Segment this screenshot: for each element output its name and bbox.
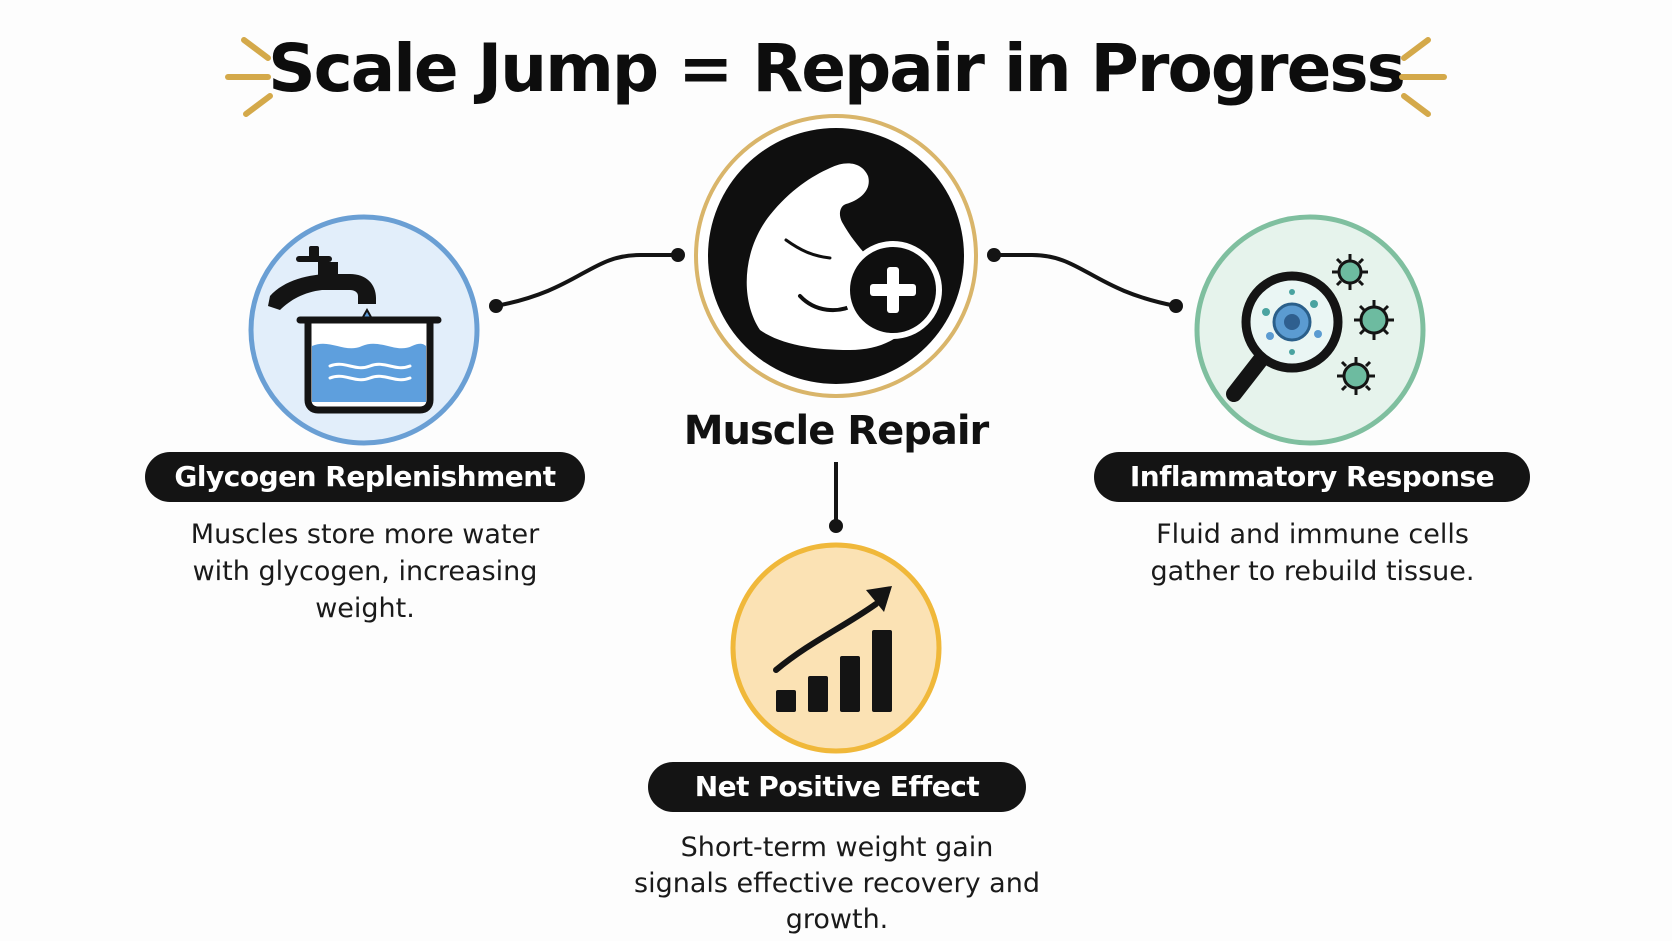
connector-left-dot-a <box>489 299 503 313</box>
sparkle-right-icon <box>1399 37 1447 117</box>
germ-bottom-icon <box>1337 357 1375 395</box>
connector-right <box>994 253 1177 308</box>
sparkle-left-icon <box>225 37 273 117</box>
net-positive-description: Short-term weight gain signals effective… <box>634 832 1040 935</box>
connector-left <box>495 253 678 308</box>
connector-right-dot-b <box>1169 299 1183 313</box>
connector-right-dot-a <box>987 248 1001 262</box>
connector-left-dot-b <box>671 248 685 262</box>
inflammatory-description: Fluid and immune cells gather to rebuild… <box>1150 519 1475 587</box>
connector-bottom-dot <box>829 519 843 533</box>
net-positive-node <box>730 542 942 754</box>
page-title: Scale Jump = Repair in Progress <box>268 30 1406 107</box>
inflammatory-label-pill: Inflammatory Response <box>1094 452 1530 502</box>
net-positive-label-pill: Net Positive Effect <box>648 762 1026 812</box>
glycogen-description: Muscles store more water with glycogen, … <box>190 519 540 624</box>
inflammatory-node <box>1194 214 1426 446</box>
water-tap-container-icon <box>268 246 442 414</box>
magnifier-cells-icon <box>1226 254 1394 402</box>
germ-top-icon <box>1332 254 1368 290</box>
rising-bar-chart-icon <box>773 586 892 712</box>
glycogen-label-pill: Glycogen Replenishment <box>145 452 585 502</box>
germ-middle-icon <box>1354 300 1394 340</box>
center-node-label: Muscle Repair <box>683 408 990 454</box>
flexed-arm-plus-icon <box>746 163 942 350</box>
glycogen-node <box>248 214 480 446</box>
center-node <box>694 114 978 398</box>
